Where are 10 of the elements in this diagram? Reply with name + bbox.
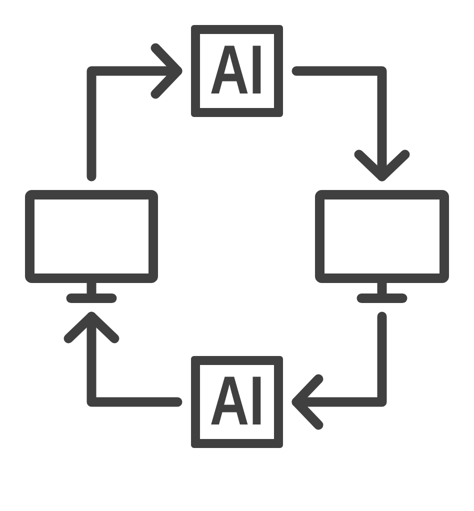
arrow <box>292 312 387 430</box>
chip-label: AI <box>210 36 264 106</box>
chip-box <box>191 356 283 448</box>
monitor-icon <box>315 190 449 303</box>
chip-box <box>191 25 283 117</box>
arrow <box>292 66 410 182</box>
chip-label: AI <box>210 367 264 437</box>
arrow <box>64 312 182 407</box>
arrow <box>86 43 182 182</box>
monitor-icon <box>25 190 158 303</box>
